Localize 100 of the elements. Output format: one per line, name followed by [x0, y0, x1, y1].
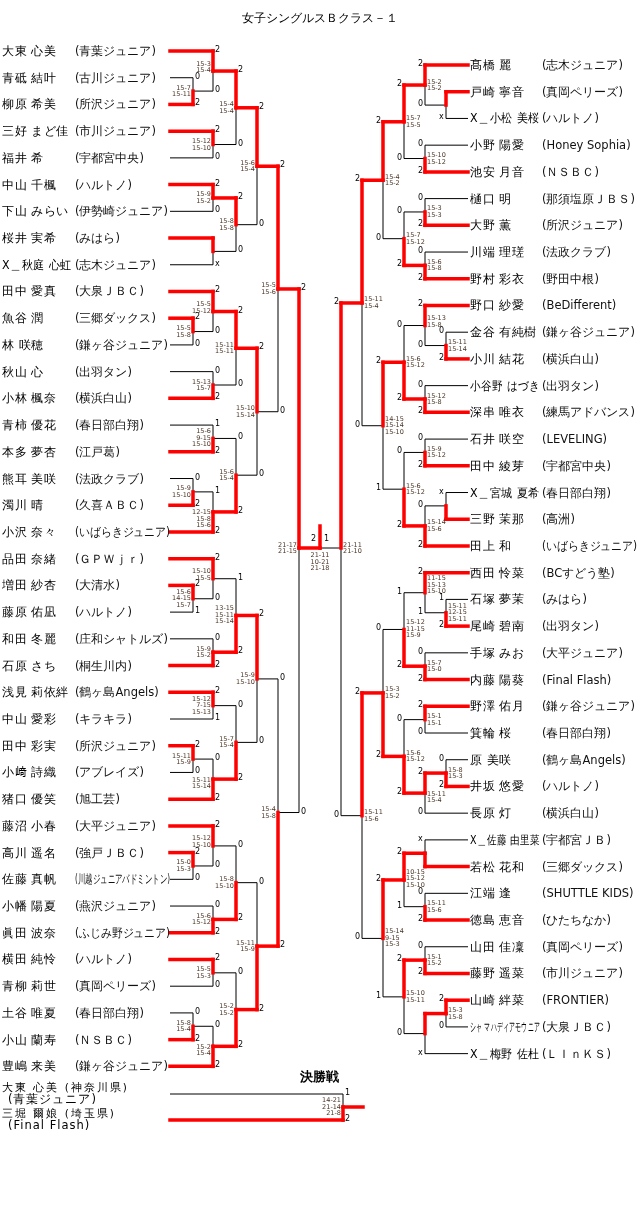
player-name: 藤原 佑凪	[2, 604, 57, 621]
player-name: 三堀 爾娘 (埼玉県)	[2, 1107, 116, 1119]
game-count: 2	[238, 1040, 244, 1051]
game-count: 0	[238, 839, 244, 850]
player-name: 長原 灯	[470, 805, 512, 822]
game-count: 0	[259, 218, 265, 229]
game-count: 0	[418, 379, 424, 390]
game-count: 2	[259, 1003, 265, 1014]
game-count: 2	[238, 646, 244, 657]
player-name: 下山 みらい	[2, 203, 69, 220]
club-name: (法政クラブ)	[542, 244, 611, 261]
game-count: 0	[418, 139, 424, 150]
game-count: 0	[238, 432, 244, 443]
club-name: (鶴ヶ島Angels)	[542, 751, 626, 768]
game-count: 0	[397, 713, 403, 724]
game-count: 1	[324, 534, 330, 544]
club-name: (真岡ペリーズ)	[542, 83, 623, 100]
section-heading: 決勝戦	[300, 1068, 339, 1086]
game-count: 2	[238, 65, 244, 76]
club-name: (宇都宮ＪＢ)	[542, 831, 611, 848]
club-name: (大平ジュニア)	[75, 817, 156, 834]
player-name: 小野 陽愛	[470, 137, 525, 154]
game-count: 1	[215, 419, 221, 430]
game-count: 0	[418, 192, 424, 203]
club-name: (春日部白翔)	[75, 417, 144, 434]
player-name: X＿小松 美桜	[470, 110, 540, 127]
game-count: 2	[215, 525, 221, 536]
game-count: 0	[238, 699, 244, 710]
club-name: (鎌ヶ谷ジュニア)	[75, 336, 168, 353]
game-count: x	[418, 833, 423, 844]
club-name: (市川ジュニア)	[542, 965, 623, 982]
club-name: (SHUTTLE KIDS)	[542, 885, 634, 902]
player-name: 眞田 波奈	[2, 924, 57, 941]
club-name: (宇都宮中央)	[542, 457, 611, 474]
game-count: 0	[215, 859, 221, 870]
game-count: 2	[376, 750, 382, 761]
club-name: (桐生川内)	[75, 657, 132, 674]
club-name: (真岡ペリーズ)	[542, 938, 623, 955]
club-name: (春日部白翔)	[542, 484, 611, 501]
game-count: 2	[215, 926, 221, 937]
player-name: 品田 奈緒	[2, 550, 57, 567]
club-name: (キラキラ)	[75, 711, 132, 727]
club-name: (大泉ＪＢＣ)	[542, 1018, 611, 1035]
game-count: 0	[301, 806, 307, 817]
player-name: 本多 夢杏	[2, 443, 57, 460]
game-count: 0	[376, 623, 382, 634]
club-name: (ふじみ野ジュニア)	[75, 924, 170, 941]
game-count: 0	[195, 338, 201, 349]
game-count: 0	[215, 85, 221, 96]
game-count: 0	[215, 980, 221, 991]
player-name: 江端 逢	[470, 885, 512, 902]
club-name: (江戸葛)	[75, 443, 120, 460]
club-name: (鎌ヶ谷ジュニア)	[75, 1058, 168, 1075]
player-name: 林 咲穂	[2, 336, 44, 353]
game-count: 2	[215, 392, 221, 403]
game-count: 0	[418, 246, 424, 257]
player-name: 徳島 恵音	[470, 912, 525, 929]
player-name: 大野 薫	[470, 217, 512, 234]
game-count: 2	[376, 115, 382, 126]
player-name: 野口 紗愛	[470, 297, 525, 314]
player-name: 青柳 莉世	[2, 978, 57, 995]
game-count: 2	[418, 406, 424, 417]
player-name: 佐藤 真帆	[2, 871, 57, 888]
player-name: 山崎 絆菜	[470, 992, 525, 1009]
game-count: 0	[439, 326, 445, 337]
player-name: X＿秋庭 心虹	[2, 256, 72, 273]
player-name: 三好 まど佳	[2, 123, 69, 140]
player-name: 箕輪 桜	[470, 725, 512, 741]
game-count: 2	[311, 534, 317, 544]
player-name: 田中 愛真	[2, 283, 57, 300]
player-name: 内藤 陽葵	[470, 671, 525, 688]
game-count: 0	[215, 151, 221, 162]
club-name: (青葉ジュニア)	[75, 43, 156, 59]
player-name: 大東 心美 (神奈川県)	[2, 1081, 129, 1093]
club-name: (FRONTIER)	[542, 992, 609, 1009]
club-name: (鎌ヶ谷ジュニア)	[542, 324, 635, 341]
game-count: 0	[355, 419, 361, 430]
club-name: (ハルトノ)	[542, 110, 599, 127]
game-count: 2	[418, 59, 424, 69]
player-name: 大東 心美	[2, 43, 57, 59]
player-name: 小沢 奈々	[2, 523, 57, 540]
game-count: 0	[280, 672, 286, 683]
player-name: X＿佐藤 由里菜	[470, 831, 540, 848]
club-name: (大泉ＪＢＣ)	[75, 283, 144, 300]
game-count: 0	[418, 339, 424, 350]
player-name: 横田 純怜	[2, 951, 57, 968]
club-name: (Honey Sophia)	[542, 137, 631, 154]
club-name: (三郷ダックス)	[75, 310, 156, 327]
player-name: 中山 愛彩	[2, 711, 57, 727]
club-name: (ＮＳＢＣ)	[542, 163, 599, 180]
game-count: 2	[418, 767, 424, 778]
player-name: 深串 唯衣	[470, 404, 525, 421]
player-name: 浅見 莉依絆	[2, 684, 69, 701]
club-name: (庄和シャトルズ)	[75, 630, 168, 647]
game-count: 2	[280, 160, 286, 171]
club-name: (強戸ＪＢＣ)	[75, 844, 144, 861]
game-count: 0	[195, 873, 201, 884]
player-name: 川端 理瑳	[470, 244, 525, 261]
game-count: 2	[355, 686, 361, 697]
game-count: 1	[238, 572, 244, 583]
